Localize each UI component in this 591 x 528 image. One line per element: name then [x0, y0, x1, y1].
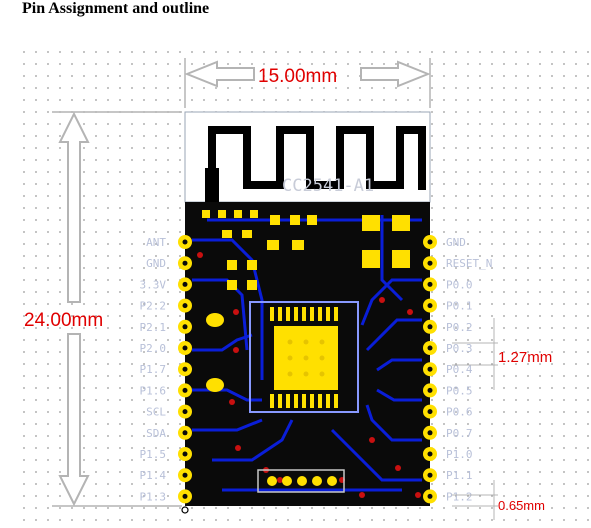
right-pad-hole-4: [427, 324, 433, 330]
right-pad-hole-3: [427, 303, 433, 309]
height-dimension: 24.00mm: [24, 111, 182, 507]
left-pad-hole-12: [182, 493, 188, 499]
left-pin-label: P1.5: [140, 448, 167, 461]
left-pin-label: P1.3: [140, 490, 167, 503]
left-pad-hole-2: [182, 281, 188, 287]
right-pad-hole-1: [427, 260, 433, 266]
left-pad-hole-5: [182, 345, 188, 351]
edge-dimension-label: 0.65mm: [498, 498, 545, 513]
width-dimension-label: 15.00mm: [258, 66, 337, 87]
antenna-feed: [205, 168, 219, 208]
module-outline-diagram: CC2541-A1: [22, 50, 591, 528]
left-pin-label: P2.1: [140, 321, 167, 334]
left-pad-hole-11: [182, 472, 188, 478]
right-pad-hole-0: [427, 239, 433, 245]
right-pad-hole-10: [427, 451, 433, 457]
right-pad-hole-9: [427, 430, 433, 436]
right-pin-label: P0.4: [446, 363, 473, 376]
left-pad-hole-10: [182, 451, 188, 457]
right-pin-label: P0.3: [446, 342, 473, 355]
right-pin-label: P0.2: [446, 321, 473, 334]
left-pin-label: P1.7: [140, 363, 167, 376]
right-pad-hole-8: [427, 409, 433, 415]
chip-package: [249, 301, 359, 413]
silkscreen-label: CC2541-A1: [282, 176, 374, 196]
left-pin-label: SDA: [146, 427, 166, 440]
chip-vias: [287, 339, 325, 377]
right-castellated-pads: [423, 235, 437, 504]
right-pad-hole-11: [427, 472, 433, 478]
width-dimension: 15.00mm: [184, 58, 431, 108]
right-pad-hole-12: [427, 493, 433, 499]
left-pin-label: SCL: [146, 406, 166, 419]
left-pad-hole-4: [182, 324, 188, 330]
right-pad-hole-2: [427, 281, 433, 287]
left-pin-label: P2.0: [140, 342, 167, 355]
left-pad-hole-3: [182, 303, 188, 309]
left-pin-label: ANT: [146, 236, 166, 249]
left-pin-label: P1.4: [140, 469, 167, 482]
right-pin-label: P0.0: [446, 278, 473, 291]
right-pad-hole-7: [427, 387, 433, 393]
right-pin-label: P0.1: [446, 300, 473, 313]
right-pin-label: P0.7: [446, 427, 473, 440]
origin-marker: [181, 506, 189, 514]
left-pad-hole-6: [182, 366, 188, 372]
section-heading: Pin Assignment and outline: [22, 0, 210, 17]
right-pad-hole-6: [427, 366, 433, 372]
right-pin-label: P1.1: [446, 469, 473, 482]
right-pin-label: P1.0: [446, 448, 473, 461]
left-castellated-pads: [178, 235, 192, 504]
right-pin-label: P0.6: [446, 406, 473, 419]
bottom-connector: [257, 469, 345, 493]
left-pin-label: P2.2: [140, 300, 167, 313]
pitch-dimension: 1.27mm: [452, 318, 552, 390]
left-pad-hole-7: [182, 387, 188, 393]
pitch-dimension-label: 1.27mm: [498, 349, 552, 366]
chip-leads: [270, 307, 338, 408]
height-dimension-label: 24.00mm: [24, 310, 103, 331]
right-pin-labels: GND RESET_N P0.0P0.1P0.2P0.3P0.4P0.5P0.6P0…: [446, 236, 492, 503]
left-pin-label: P1.6: [140, 384, 167, 397]
left-pad-hole-0: [182, 239, 188, 245]
right-pin-label: GND: [446, 236, 466, 249]
right-pin-label: P0.5: [446, 384, 473, 397]
antenna-trace: [208, 126, 426, 200]
copper-pads: [202, 210, 410, 392]
right-pad-hole-5: [427, 345, 433, 351]
right-pin-label: RESET_N: [446, 257, 492, 270]
left-pad-hole-1: [182, 260, 188, 266]
bottom-connector-pads: [267, 476, 337, 486]
left-pad-hole-8: [182, 409, 188, 415]
left-pin-label: GND: [146, 257, 166, 270]
edge-dimension: 0.65mm: [452, 480, 545, 520]
left-pad-hole-9: [182, 430, 188, 436]
left-pin-label: 3.3V: [140, 278, 167, 291]
right-pin-label: P1.2: [446, 490, 473, 503]
